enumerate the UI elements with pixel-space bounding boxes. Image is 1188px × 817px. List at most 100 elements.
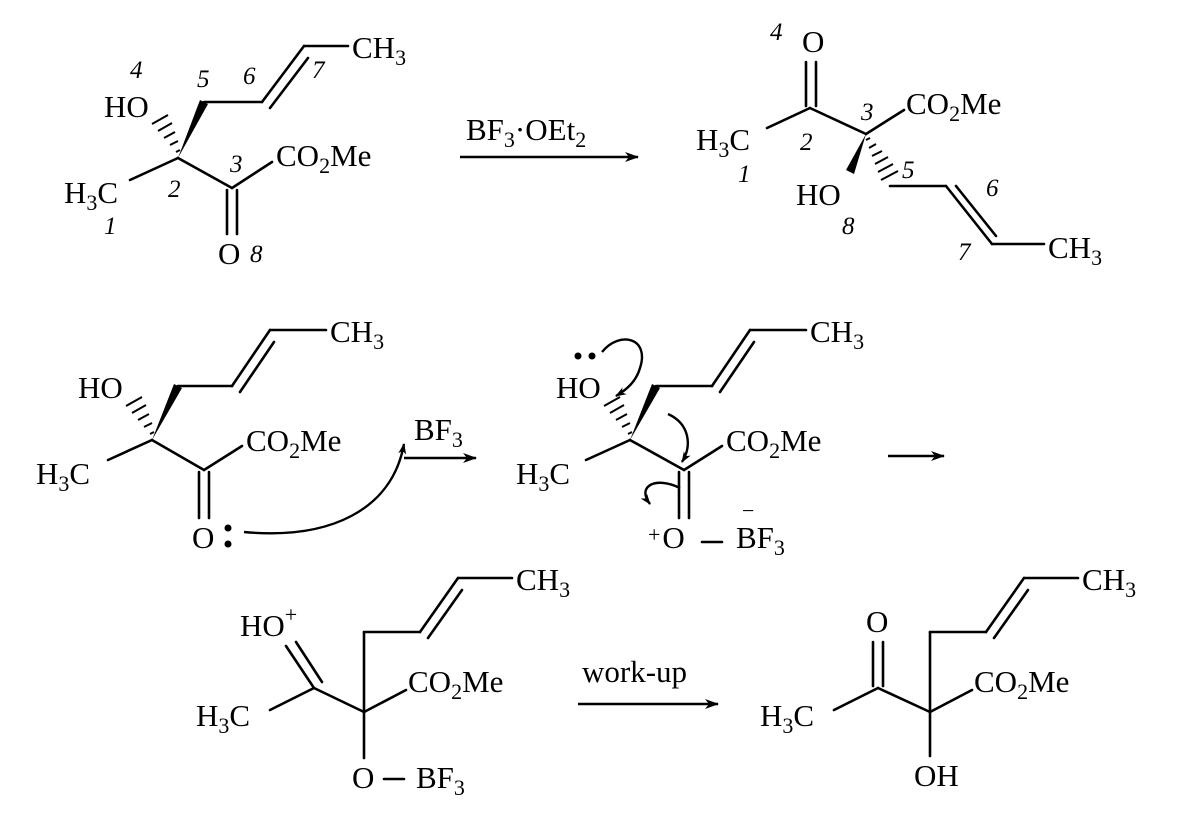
wedge-bond [152,384,182,440]
methyl-label: CH3 [352,30,406,70]
curly-arrow [667,412,691,463]
atom-number: 7 [312,57,326,84]
bond [362,688,408,714]
ester-label: CO2Me [906,86,1001,126]
atom-number: 5 [902,157,915,184]
bond [418,576,460,634]
bond [682,444,724,472]
atom-number: 6 [243,63,256,90]
methyl-label: CH3 [1082,562,1136,602]
atom-number: 1 [104,213,117,240]
negative-charge: − [742,498,754,523]
bond [876,686,932,714]
hashed-bond [125,396,155,435]
carbonyl-oxygen-label: O [866,604,888,639]
borate-label: BF3 [416,760,465,800]
wedge-bond [178,100,208,158]
methyl-label: CH3 [330,314,384,354]
oxonium-intermediate: CH3 HO+ H3C CO2Me O BF3 [196,562,570,800]
lone-pair-dot [224,524,232,532]
methyl-label: CH3 [1048,230,1102,270]
ester-label: CO2Me [246,423,341,463]
oxonium-label: +O [648,520,685,555]
methyl-label: H3C [516,456,570,496]
bond [832,686,880,712]
borate-label: BF3 [736,520,785,560]
reaction-arrow-workup: work-up [578,654,719,709]
hashed-bond [603,396,633,435]
reagent-label: BF3 [414,412,463,452]
bond [128,156,180,182]
wedge-bond [846,134,866,174]
hydroxyl-label: HO [556,370,601,405]
ester-label: CO2Me [974,664,1069,704]
rearranged-product: O CO2Me H3C HO CH3 4 3 2 1 5 8 6 7 [696,19,1102,270]
bond [202,444,244,472]
atom-number: 2 [168,176,181,203]
lone-pair-dot [224,540,232,548]
bond [230,160,274,190]
final-product: CH3 O H3C CO2Me OH [760,562,1136,793]
methyl-label: H3C [696,122,750,162]
curly-arrow [243,443,407,535]
atom-number: 4 [770,19,783,46]
methyl-label: H3C [196,698,250,738]
bond [944,184,994,246]
mechanism-substrate: CH3 HO H3C CO2Me O [36,314,407,555]
bond [984,576,1026,634]
bf3-complex: CH3 HO H3C CO2Me +O BF3 − [516,314,864,560]
atom-number: 3 [229,151,243,178]
bond [710,328,752,388]
methyl-label: H3C [760,698,814,738]
oxygen-label: O [352,760,374,795]
bond [106,438,154,462]
hydroxyl-label: OH [914,758,959,793]
methyl-label: CH3 [516,562,570,602]
atom-number: 8 [250,241,263,268]
methyl-label: H3C [36,456,90,496]
bond [864,108,906,136]
reaction-arrow-lewis-acid: BF3 [404,412,477,463]
methyl-label: H3C [64,175,118,215]
bond [268,56,310,110]
bond [260,44,306,104]
atom-number: 2 [800,129,813,156]
hashed-bond [151,114,181,153]
atom-number: 4 [130,57,143,84]
atom-number: 1 [738,161,751,188]
bond [426,588,464,640]
bond [718,340,756,394]
bond [954,184,998,238]
bond [765,106,812,130]
atom-number: 5 [197,66,210,93]
atom-number: 7 [958,239,972,266]
bond [238,340,276,394]
methyl-label: CH3 [810,314,864,354]
protonated-carbonyl-label: HO+ [240,602,297,643]
bond [176,156,234,190]
bond [928,688,974,714]
bond [584,438,632,462]
reaction-arrow-bf3: BF3·OEt2 [460,112,639,162]
lone-pair-dot [588,352,596,360]
bond [294,640,324,684]
hashed-bond [865,137,899,181]
carbonyl-oxygen-label: O [218,236,240,271]
bond [230,328,272,388]
ester-label: CO2Me [276,138,371,178]
curly-arrow [640,481,681,505]
carbonyl-oxygen-label: O [802,24,824,59]
ester-label: CO2Me [408,664,503,704]
bond [150,438,206,472]
atom-number: 6 [986,175,999,202]
ester-label: CO2Me [726,423,821,463]
reagent-label: work-up [582,654,687,689]
bond [312,686,366,714]
hydroxyl-label: HO [796,177,841,212]
lone-pair-dot [574,352,582,360]
bond [628,438,686,472]
curly-arrow [601,338,644,398]
reagent-label: BF3·OEt2 [466,112,586,152]
atom-number: 3 [860,99,874,126]
